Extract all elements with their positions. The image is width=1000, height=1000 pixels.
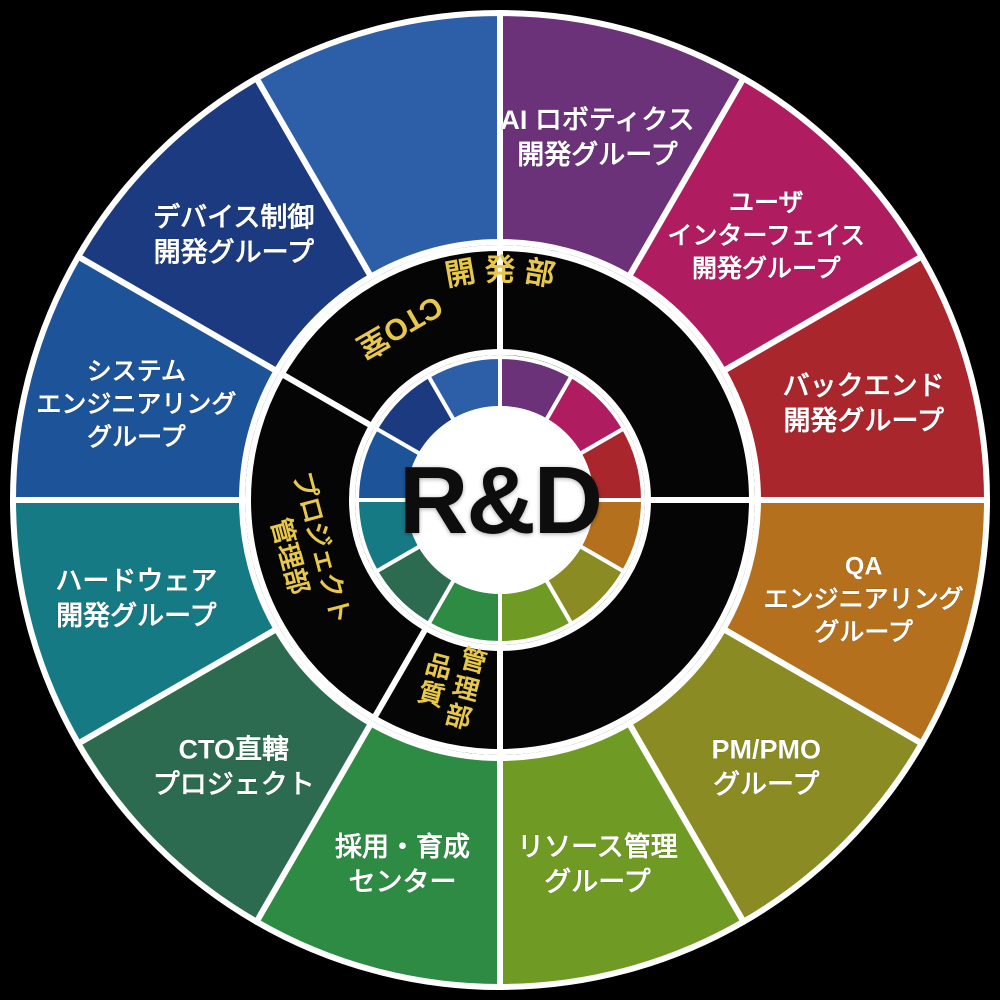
department-divider-cto-office bbox=[278, 371, 375, 429]
department-label-development-dept: 開 発 部 bbox=[443, 254, 558, 293]
outer-label-device-control-group: デバイス制御開発グループ bbox=[153, 201, 315, 267]
outer-label-hardware-group: ハードウェア開発グループ bbox=[55, 566, 217, 631]
outer-segment-extra-blue-group[interactable] bbox=[253, 10, 503, 280]
department-dividers bbox=[278, 245, 503, 755]
department-divider-project-management-dept bbox=[371, 625, 429, 722]
outer-segment-labels: AI ロボティクス開発グループユーザインターフェイス開発グループバックエンド開発… bbox=[36, 105, 964, 898]
department-ring-band bbox=[245, 244, 756, 755]
department-ring bbox=[245, 244, 756, 755]
core-circle bbox=[406, 406, 594, 594]
outer-label-resource-management-group: リソース管理グループ bbox=[517, 832, 678, 897]
outer-label-backend-group: バックエンド開発グループ bbox=[783, 371, 945, 436]
inner-ring-segments bbox=[355, 355, 645, 645]
outer-label-recruitment-development-center: 採用・育成センター bbox=[335, 831, 470, 897]
outer-label-system-engineering-group: システムエンジニアリンググループ bbox=[36, 358, 236, 452]
center-label: R&D bbox=[399, 447, 601, 554]
outer-label-ai-robotics-group: AI ロボティクス開発グループ bbox=[500, 105, 694, 170]
outer-label-cto-direct-project: CTO直轄プロジェクト bbox=[153, 734, 315, 800]
outer-ring-segments bbox=[10, 10, 990, 990]
outer-label-user-interface-group: ユーザインターフェイス開発グループ bbox=[667, 189, 865, 283]
